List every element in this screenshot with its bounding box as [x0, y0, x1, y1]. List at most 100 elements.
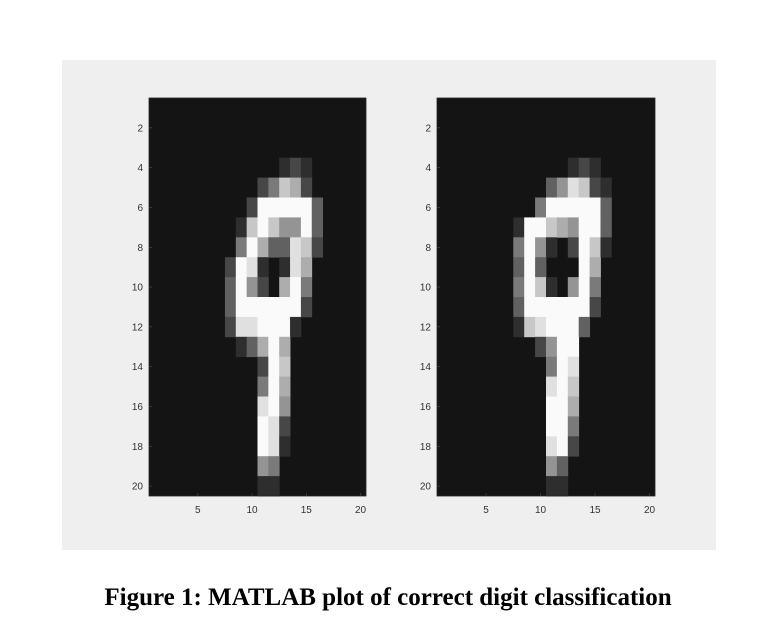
heatmap-cell [268, 396, 280, 417]
heatmap-cell [311, 197, 323, 218]
heatmap-cell [556, 297, 569, 318]
heatmap-cell [600, 197, 612, 218]
heatmap-cell [578, 277, 590, 298]
heatmap-cell [567, 197, 580, 218]
heatmap-cell [546, 456, 558, 477]
y-tick-label: 16 [132, 402, 144, 413]
heatmap-cell [246, 257, 258, 278]
heatmap-cell [578, 316, 590, 338]
heatmap-cell [546, 436, 558, 457]
heatmap-cell [546, 177, 558, 198]
heatmap-cell [246, 237, 258, 258]
heatmap-cell [300, 217, 313, 238]
heatmap-cell [578, 257, 590, 278]
heatmap-cell [300, 277, 313, 298]
heatmap-cell [257, 217, 269, 238]
heatmap-cell [556, 396, 569, 417]
heatmap-cell [546, 316, 558, 338]
heatmap-cell [578, 157, 590, 178]
heatmap-cell [535, 316, 547, 338]
heatmap-cell [535, 336, 547, 358]
heatmap-cell [567, 297, 580, 318]
heatmap-cell [257, 436, 269, 457]
x-tick-label: 5 [195, 505, 201, 516]
x-tick-label: 20 [644, 505, 656, 516]
heatmap-cell [300, 177, 313, 198]
heatmap-cell [290, 297, 302, 318]
heatmap-cell [546, 476, 558, 497]
heatmap-cell [246, 217, 258, 238]
heatmap-cell [589, 237, 601, 258]
heatmap-cell [589, 157, 601, 178]
heatmap-cell [524, 217, 536, 238]
y-tick-label: 20 [420, 482, 432, 493]
heatmap-cell [546, 217, 558, 238]
heatmap-cell [513, 316, 525, 338]
heatmap-cell [268, 456, 280, 477]
heatmap-cell [279, 197, 291, 218]
heatmap-cell [567, 157, 580, 178]
x-tick-label: 15 [589, 505, 601, 516]
heatmap-cell [535, 257, 547, 278]
heatmap-cell [567, 277, 580, 298]
heatmap-cell [268, 436, 280, 457]
heatmap-cell [235, 336, 248, 358]
heatmap-cell [589, 257, 601, 278]
heatmap-cell [224, 257, 237, 278]
heatmap-cell [268, 336, 280, 358]
heatmap-cell [257, 356, 269, 377]
heatmap-cell [235, 297, 248, 318]
heatmap-cell [556, 436, 569, 457]
heatmap-cell [279, 297, 291, 318]
heatmap-cell [279, 356, 291, 377]
y-tick-label: 14 [132, 362, 144, 373]
heatmap-cell [268, 476, 280, 497]
heatmap-cell [600, 217, 612, 238]
y-tick-label: 18 [420, 442, 432, 453]
heatmap-cell [556, 336, 569, 358]
heatmap-cell [290, 217, 302, 238]
heatmap-cell [300, 257, 313, 278]
y-tick-label: 12 [132, 322, 144, 333]
heatmap-cell [589, 217, 601, 238]
figure-caption: Figure 1: MATLAB plot of correct digit c… [104, 584, 672, 611]
heatmap-cell [513, 237, 525, 258]
heatmap-cell [567, 376, 580, 397]
heatmap-cell [567, 316, 580, 338]
y-tick-label: 8 [425, 243, 431, 254]
heatmap-cell [279, 376, 291, 397]
heatmap-cell [556, 197, 569, 218]
heatmap-cell [257, 316, 269, 338]
heatmap-cell [556, 476, 569, 497]
heatmap-cell [290, 316, 302, 338]
heatmap-cell [257, 237, 269, 258]
heatmap-cell [546, 356, 558, 377]
axes-frame [436, 97, 656, 497]
heatmap-cell [300, 197, 313, 218]
heatmap-cell [257, 376, 269, 397]
heatmap-cell [300, 297, 313, 318]
heatmap-cell [524, 257, 536, 278]
heatmap-cell [513, 217, 525, 238]
heatmap-cell [567, 217, 580, 238]
heatmap-cell [311, 217, 323, 238]
heatmap-cell [257, 257, 269, 278]
heatmap-cell [246, 297, 258, 318]
heatmap-cell [311, 237, 323, 258]
heatmap-cell [567, 396, 580, 417]
y-tick-label: 8 [137, 243, 143, 254]
heatmap-cell [524, 297, 536, 318]
heatmap-cell [257, 416, 269, 437]
heatmap-cell [246, 277, 258, 298]
x-tick-label: 5 [483, 505, 489, 516]
heatmap-cell [279, 217, 291, 238]
heatmap-cell [279, 177, 291, 198]
heatmap-cell [290, 237, 302, 258]
y-tick-label: 18 [132, 442, 144, 453]
heatmap-cell [513, 297, 525, 318]
heatmap-cell [556, 416, 569, 437]
heatmap-cell [567, 177, 580, 198]
heatmap-cell [589, 277, 601, 298]
heatmap-cell [268, 237, 280, 258]
